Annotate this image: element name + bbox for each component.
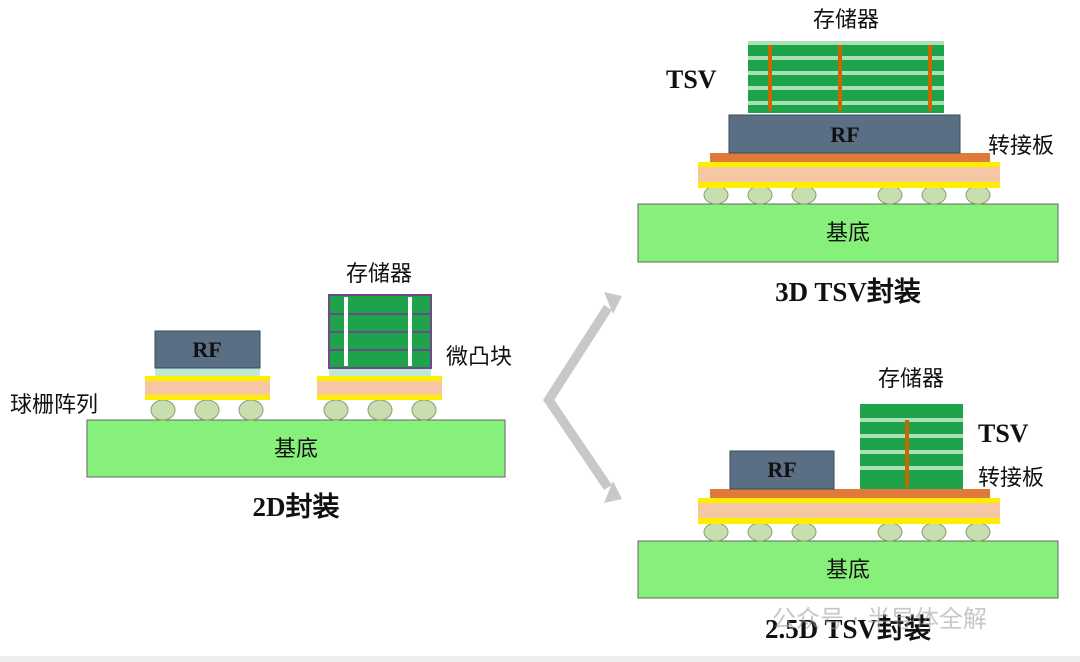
memory-label-3d: 存储器 bbox=[813, 8, 879, 33]
bga-label: 球栅阵列 bbox=[10, 393, 98, 418]
bga-balls-3d bbox=[703, 185, 991, 205]
interposer-bumps-25d bbox=[710, 489, 990, 498]
substrate-label-25d: 基底 bbox=[826, 558, 870, 583]
memory-stack-3d bbox=[748, 41, 944, 113]
rf-label-2d: RF bbox=[192, 337, 221, 362]
bga-balls-right bbox=[323, 399, 437, 421]
watermark: 公众号 · 半导体全解 bbox=[772, 605, 987, 633]
rf-label-3d: RF bbox=[830, 122, 859, 147]
branch-arrows bbox=[543, 292, 622, 503]
interposer-25d-inner bbox=[698, 503, 1000, 518]
package-3d: 基底 RF 存储器 TSV 转接板 3D TSV封装 bbox=[637, 8, 1059, 307]
tsv-label-3d: TSV bbox=[666, 65, 717, 94]
bottom-bar bbox=[0, 656, 1080, 662]
substrate-label-3d: 基底 bbox=[826, 221, 870, 246]
rf-chip-25d bbox=[729, 450, 835, 490]
bga-balls-25d bbox=[703, 522, 991, 542]
pkg-layer-right-inner bbox=[317, 381, 442, 395]
caption-2d: 2D封装 bbox=[253, 492, 340, 522]
substrate-3d bbox=[637, 203, 1059, 263]
memory-label-2d: 存储器 bbox=[346, 262, 412, 287]
memory-stack-25d bbox=[860, 404, 963, 489]
memory-stack-2d bbox=[328, 294, 432, 369]
rf-chip-3d bbox=[728, 114, 961, 154]
microbump-label: 微凸块 bbox=[446, 345, 512, 370]
caption-25d: 2.5D TSV封装 bbox=[765, 614, 931, 644]
substrate-2d bbox=[86, 419, 506, 478]
package-25d: 基底 RF 存储器 TSV 转接板 2.5D TSV封装 bbox=[637, 367, 1059, 644]
caption-3d: 3D TSV封装 bbox=[775, 277, 921, 307]
microbumps-left bbox=[155, 368, 260, 376]
substrate-label-2d: 基底 bbox=[274, 437, 318, 462]
package-2d: 基底 RF bbox=[10, 262, 512, 522]
interposer-label-25d: 转接板 bbox=[978, 466, 1044, 491]
rf-chip-2d bbox=[154, 330, 261, 369]
interposer-3d-inner bbox=[698, 167, 1000, 182]
interposer-label-3d: 转接板 bbox=[988, 134, 1054, 159]
tsv-label-25d: TSV bbox=[978, 419, 1029, 448]
microbumps-right bbox=[329, 368, 431, 376]
interposer-bumps-3d bbox=[710, 153, 990, 162]
pkg-layer-left-inner bbox=[145, 381, 270, 395]
rf-label-25d: RF bbox=[767, 457, 796, 482]
memory-label-25d: 存储器 bbox=[878, 367, 944, 392]
bga-balls-left bbox=[150, 399, 264, 421]
substrate-25d bbox=[637, 540, 1059, 599]
